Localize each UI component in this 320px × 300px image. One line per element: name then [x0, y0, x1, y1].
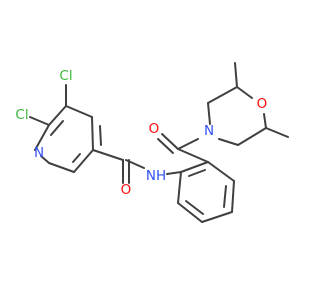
- bond: [265, 127, 289, 138]
- bond: [34, 124, 50, 151]
- amide-oxygen-atom: O: [121, 182, 132, 198]
- bond: [263, 113, 267, 129]
- chlorine-atom: Cl: [15, 107, 28, 123]
- bond: [157, 138, 174, 154]
- pyridine-nitrogen-atom: N: [34, 145, 44, 161]
- bond: [92, 149, 124, 161]
- bond: [177, 148, 209, 163]
- bonds: [29, 62, 289, 223]
- bond: [65, 105, 93, 118]
- bond: [177, 138, 199, 150]
- bond: [231, 180, 235, 213]
- bond: [207, 86, 238, 104]
- bond: [223, 185, 227, 208]
- bond: [125, 159, 145, 169]
- bond: [99, 125, 102, 146]
- bond: [207, 102, 211, 125]
- bond: [48, 105, 67, 126]
- bond: [234, 62, 238, 88]
- bond: [91, 116, 94, 151]
- bond: [73, 149, 94, 173]
- amide-nitrogen-atom: NH: [146, 168, 166, 184]
- bond: [236, 86, 253, 99]
- bond: [188, 169, 206, 177]
- bond: [177, 202, 203, 223]
- bond: [29, 116, 50, 126]
- chlorine-atom: Cl: [59, 68, 72, 84]
- bond: [161, 133, 179, 150]
- bond: [48, 162, 75, 173]
- ketone-oxygen-atom: O: [149, 121, 160, 137]
- bond: [72, 153, 81, 163]
- morpholine-oxygen-atom: O: [257, 96, 268, 112]
- bond: [180, 161, 209, 173]
- atom-labels: Cl Cl N NH O O N O: [15, 68, 267, 198]
- molecule-canvas: Cl Cl N NH O O N O: [15, 62, 289, 223]
- bond: [201, 211, 233, 223]
- bond: [40, 155, 50, 164]
- bond: [166, 171, 182, 175]
- bond: [237, 127, 267, 146]
- bond: [185, 200, 204, 215]
- bond: [50, 120, 64, 136]
- morpholine-nitrogen-atom: N: [204, 123, 214, 139]
- molecule-structure: Cl Cl N NH O O N O: [15, 62, 289, 223]
- bond: [177, 171, 182, 204]
- bond: [218, 138, 239, 146]
- bond: [207, 161, 235, 182]
